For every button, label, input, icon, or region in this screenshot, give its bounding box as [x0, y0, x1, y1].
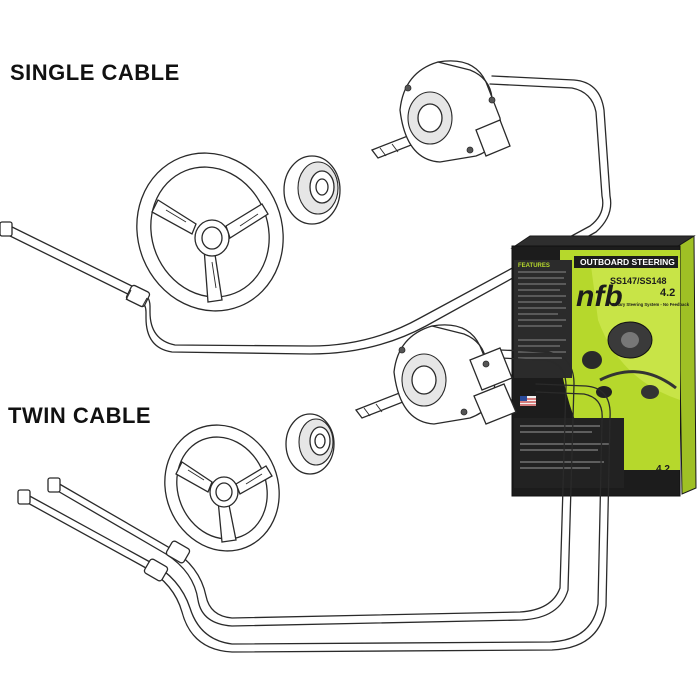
steering-cable-twin-b	[17, 383, 611, 653]
box-features-heading: FEATURES	[518, 263, 550, 269]
box-version: 4.2	[660, 287, 675, 299]
bezel-icon	[283, 155, 341, 225]
single-cable-assembly	[0, 60, 612, 355]
steering-wheel-icon	[164, 424, 280, 552]
box-logo: nfb	[576, 280, 623, 313]
steering-cable-twin-a	[47, 349, 575, 627]
steering-wheel-icon	[136, 152, 284, 312]
single-cable-heading: SINGLE CABLE	[10, 60, 180, 85]
steering-cable-single	[0, 75, 612, 355]
cable-coupling	[125, 284, 151, 308]
bezel-icon	[285, 413, 335, 475]
box-model-number: SS147/SS148	[610, 276, 667, 286]
twin-cable-heading: TWIN CABLE	[8, 403, 152, 428]
product-box: FEATURES OUTBOARD STEERING nfb SS147/SS1…	[510, 235, 697, 497]
box-version-bottom: 4.2	[656, 464, 670, 475]
helm-icon	[370, 60, 511, 163]
twin-cable-assembly	[17, 324, 611, 653]
box-subtitle: Rotary Steering System - No Feedback	[612, 302, 690, 307]
box-banner: OUTBOARD STEERING	[580, 257, 675, 267]
box-product-photo	[582, 321, 677, 399]
helm-icon	[354, 324, 517, 425]
